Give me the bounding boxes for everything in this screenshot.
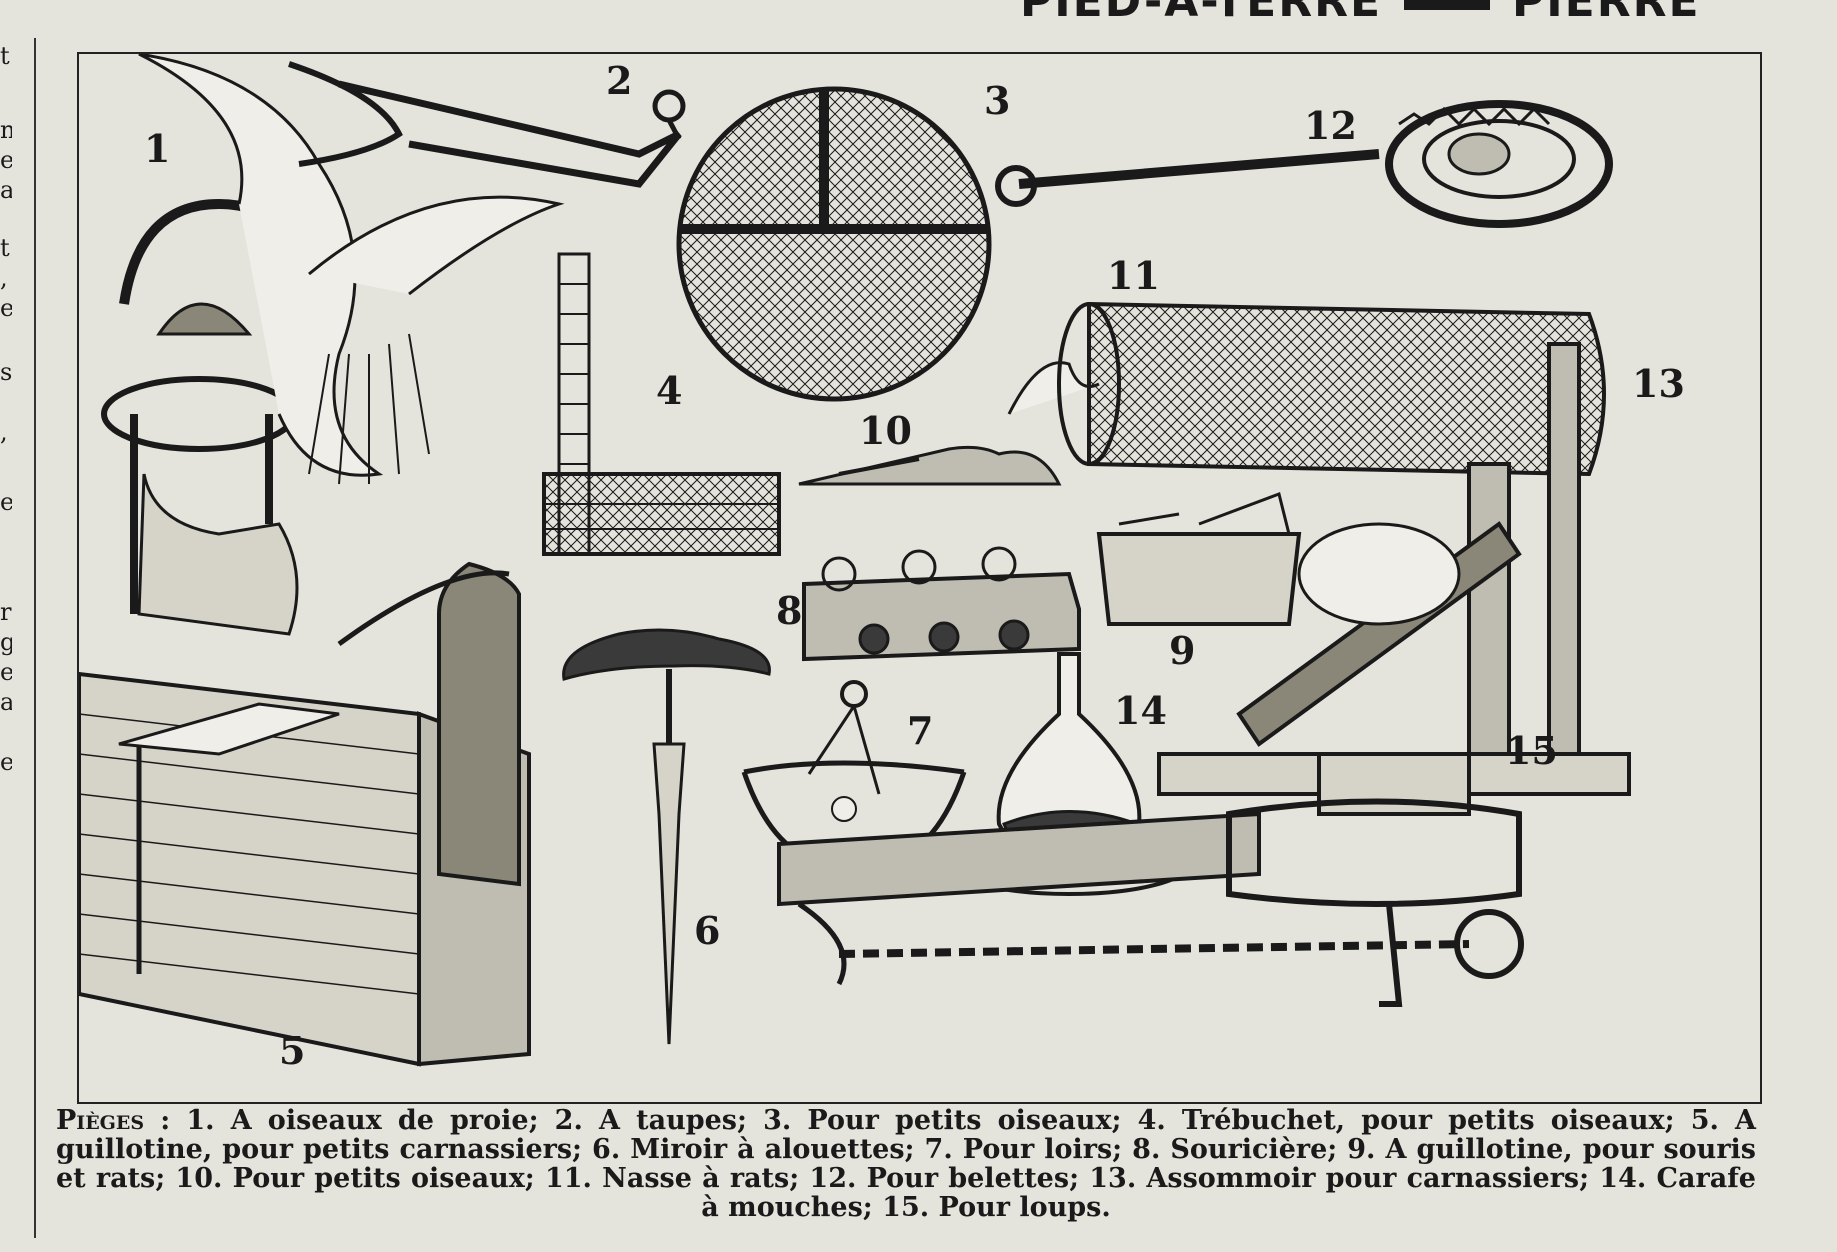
caption-heading: Pièges (56, 1105, 145, 1136)
margin-letter: a (0, 176, 12, 204)
trap-number-8: 8 (776, 588, 802, 633)
margin-letter: r (0, 598, 12, 626)
margin-letter: , (0, 264, 8, 292)
trap-3-small-bird-net-illustration (676, 86, 992, 402)
margin-letter: , (0, 418, 8, 446)
trap-number-9: 9 (1169, 628, 1195, 673)
trap-12-weasel-illustration (995, 100, 1613, 228)
trap-number-10: 10 (859, 408, 912, 453)
trap-9-mice-guillotine-illustration (1096, 492, 1302, 626)
illustration-plate: 1 2 3 4 5 (77, 52, 1762, 1104)
caption-text: 1. A oiseaux de proie; 2. A taupes; 3. P… (56, 1105, 1756, 1223)
trap-number-14: 14 (1114, 688, 1167, 733)
left-margin-text: t n e a t , e s , e r g e a e (0, 30, 12, 1130)
margin-letter: e (0, 658, 12, 686)
trap-number-13: 13 (1632, 361, 1685, 406)
margin-letter: a (0, 688, 12, 716)
trap-number-11: 11 (1107, 253, 1160, 298)
trap-2-mole-illustration (288, 61, 686, 188)
header-dash (1404, 0, 1491, 10)
trap-8-mousetrap-illustration (802, 546, 1081, 662)
column-rule (34, 38, 36, 1238)
margin-letter: t (0, 234, 10, 262)
margin-letter: n (0, 116, 12, 144)
trap-number-3: 3 (984, 78, 1010, 123)
plate-caption: Pièges : 1. A oiseaux de proie; 2. A tau… (56, 1106, 1756, 1222)
page-header: PIED-A-TERRE PIERRE (1020, 0, 1701, 27)
trap-4-trebuchet-cage-illustration (542, 252, 781, 556)
trap-number-15: 15 (1505, 728, 1558, 773)
margin-letter: e (0, 146, 12, 174)
trap-number-1: 1 (144, 126, 170, 171)
trap-5-guillotine-box-illustration (79, 561, 531, 1067)
trap-number-6: 6 (694, 908, 720, 953)
header-right-word: PIERRE (1512, 0, 1701, 27)
trap-number-7: 7 (907, 708, 933, 753)
trap-number-5: 5 (279, 1028, 305, 1073)
margin-letter: g (0, 628, 12, 656)
trap-number-12: 12 (1304, 103, 1357, 148)
trap-15-wolf-illustration (777, 752, 1524, 1007)
header-left-word: PIED-A-TERRE (1020, 0, 1383, 27)
margin-letter: e (0, 294, 12, 322)
margin-letter: t (0, 42, 10, 70)
trap-13-deadfall-illustration (1157, 342, 1631, 796)
margin-letter: e (0, 748, 12, 776)
trap-number-2: 2 (606, 58, 632, 103)
trap-1-bird-of-prey-illustration (101, 54, 565, 636)
trap-number-4: 4 (656, 368, 682, 413)
trap-7-dormice-illustration (741, 680, 967, 868)
trap-6-lark-mirror-illustration (562, 628, 771, 1045)
trap-11-rat-basket-illustration (1057, 301, 1606, 477)
margin-letter: e (0, 488, 12, 516)
trap-10-small-bird-clap-illustration (798, 361, 1100, 486)
caption-separator: : (144, 1105, 187, 1136)
margin-letter: s (0, 358, 12, 386)
